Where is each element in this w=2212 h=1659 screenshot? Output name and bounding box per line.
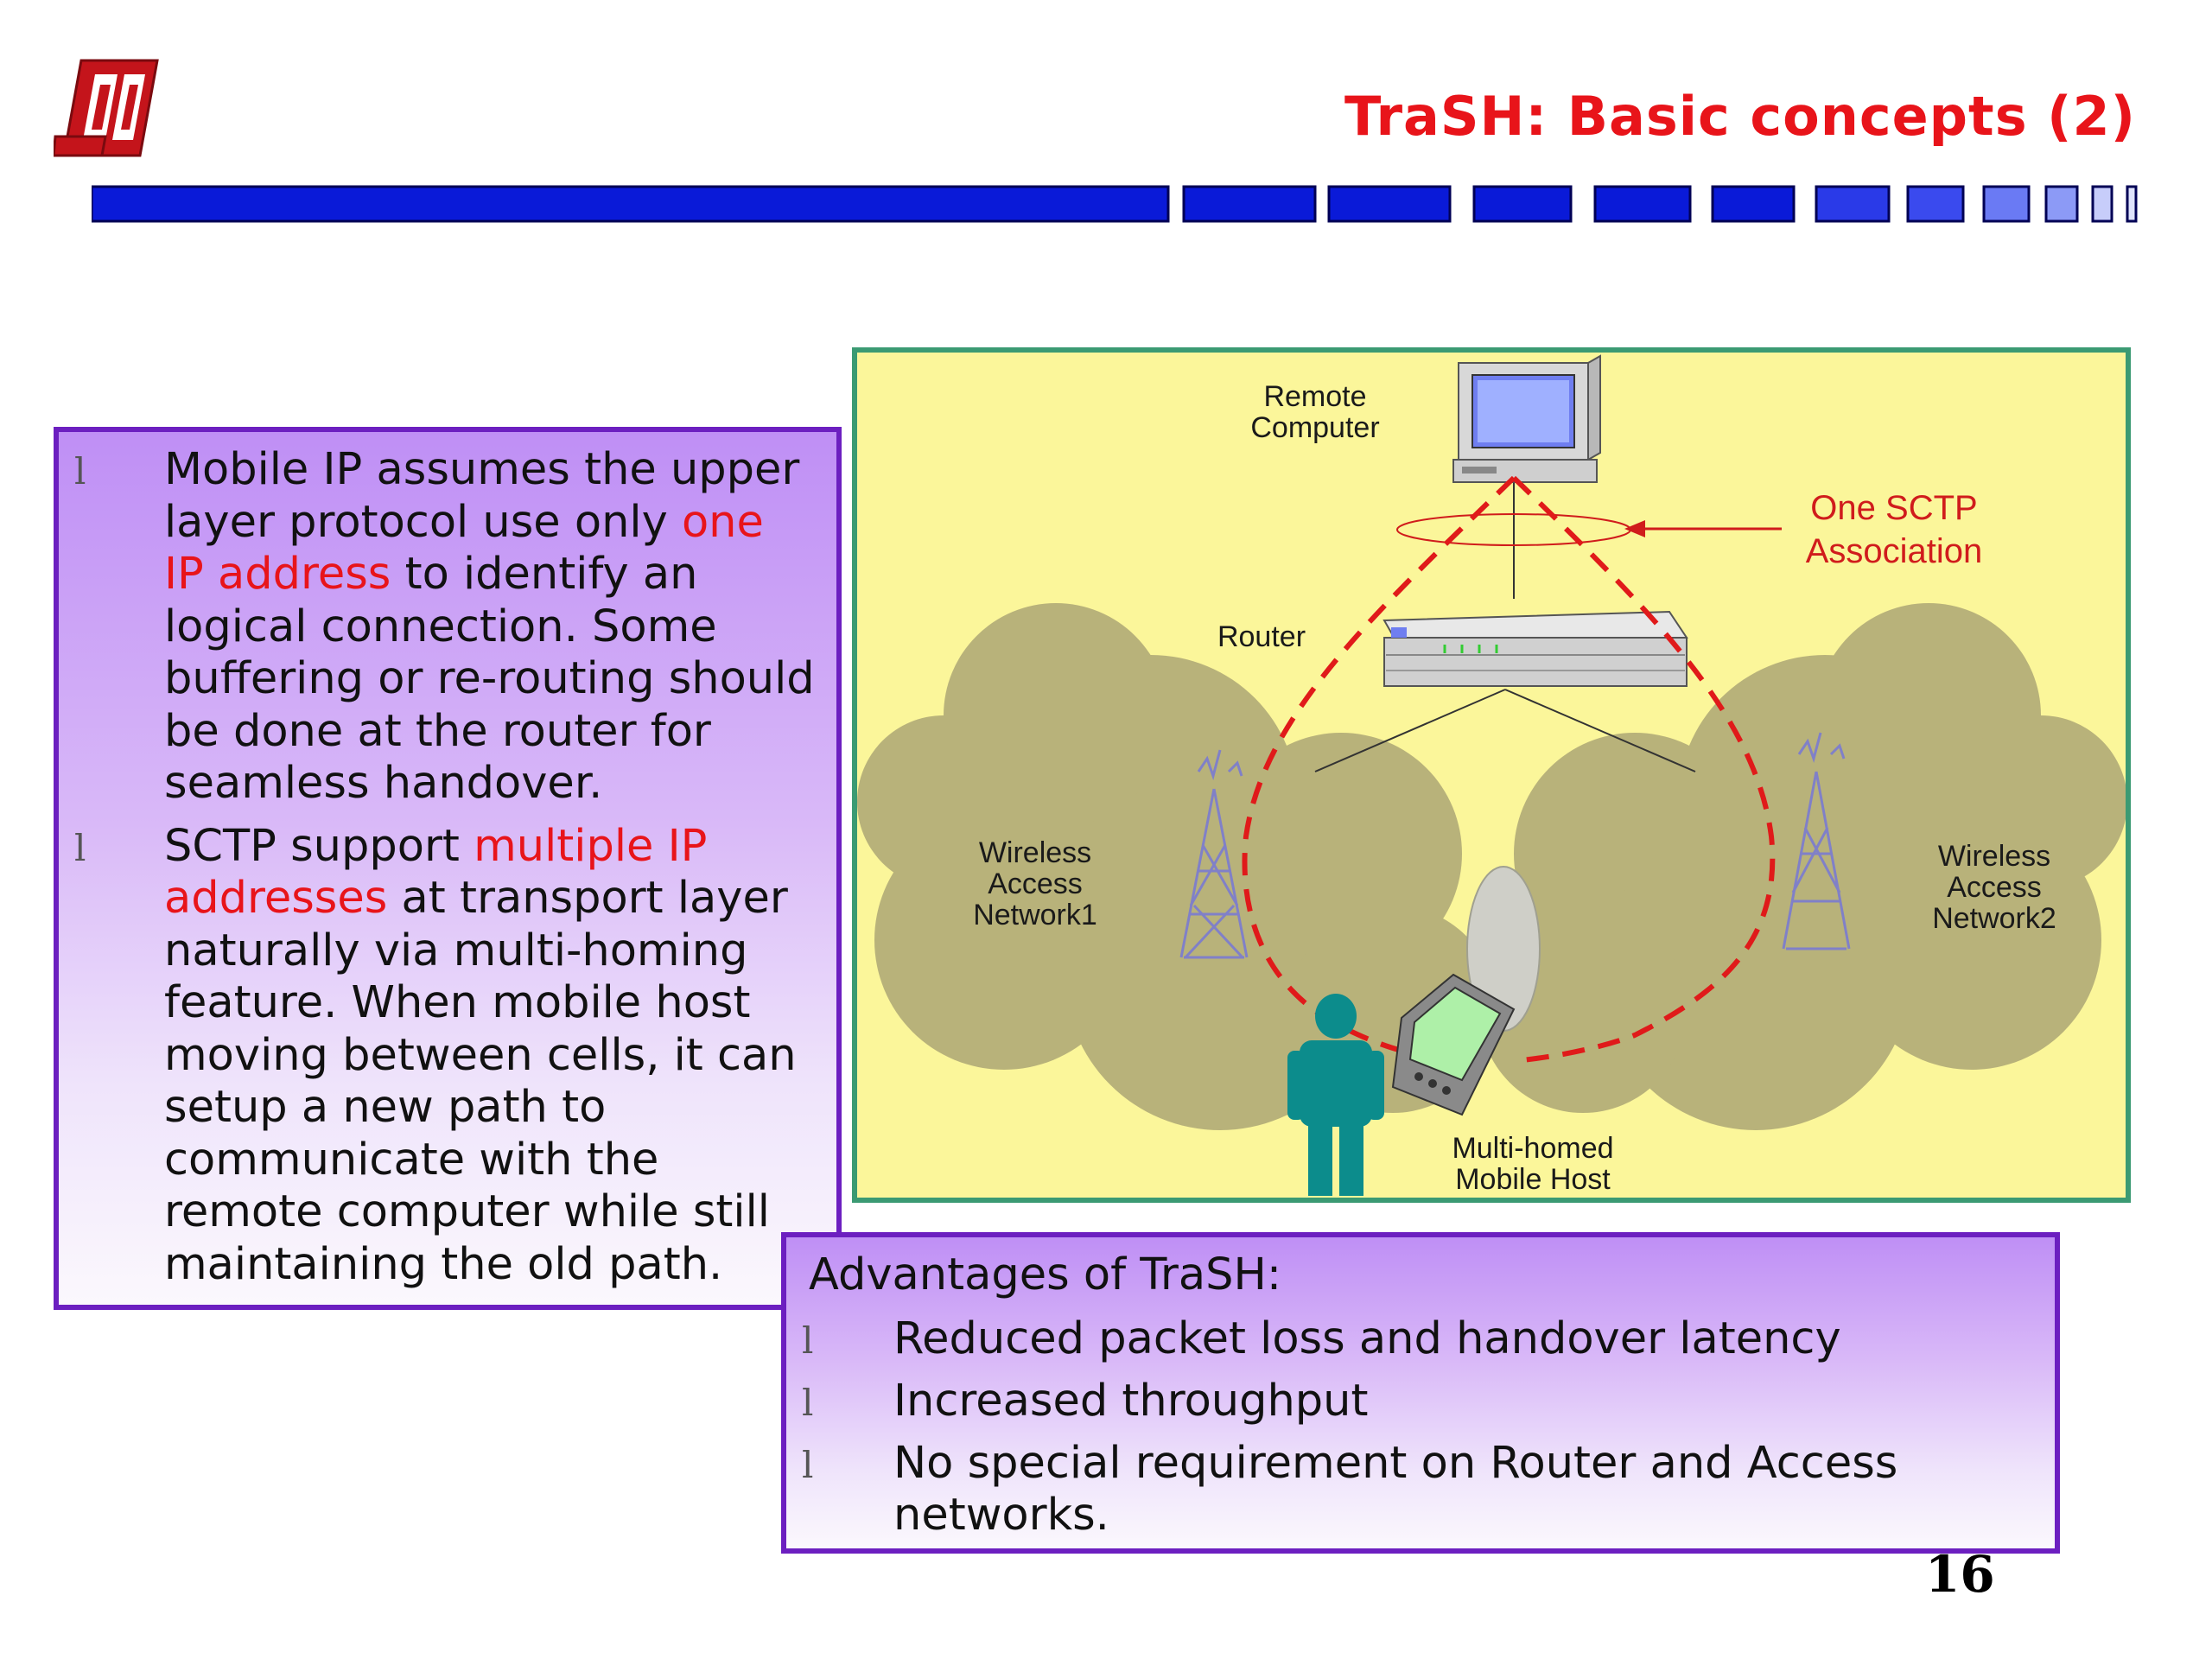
- text-segment: layer protocol use only: [164, 496, 682, 548]
- advantages-title: Advantages of TraSH:: [809, 1249, 1282, 1300]
- text-segment: naturally via multi-homing: [164, 925, 748, 976]
- text-segment: to identify an: [391, 549, 698, 600]
- mobile-user-icon: [1287, 994, 1384, 1196]
- slide-title: TraSH: Basic concepts (2): [1344, 85, 2136, 148]
- advantage-text: No special requirement on Router and Acc…: [893, 1438, 2034, 1541]
- bullet-line: moving between cells, it can: [164, 1030, 838, 1083]
- text-segment: maintaining the old path.: [164, 1238, 723, 1290]
- router-label: Router: [1217, 620, 1306, 653]
- text-segment: be done at the router for: [164, 705, 711, 757]
- highlight-text: addresses: [164, 873, 388, 924]
- bullet-line: naturally via multi-homing: [164, 925, 838, 978]
- bullet-marker: l: [74, 826, 86, 869]
- pda-device-icon: [1391, 973, 1516, 1116]
- bullet-line: addresses at transport layer: [164, 873, 838, 925]
- text-segment: moving between cells, it can: [164, 1029, 797, 1081]
- sctp-path-right: [1511, 475, 1776, 1064]
- highlight-text: IP address: [164, 549, 391, 600]
- bullet-line: maintaining the old path.: [164, 1239, 838, 1292]
- advantage-line: networks.: [893, 1490, 1109, 1541]
- text-segment: at transport layer: [387, 873, 788, 924]
- text-segment: feature. When mobile host: [164, 977, 751, 1028]
- bullet-line: logical connection. Some: [164, 601, 838, 654]
- text-segment: remote computer while still: [164, 1186, 770, 1237]
- bullet-marker: l: [802, 1319, 814, 1362]
- bullet-line: IP address to identify an: [164, 549, 838, 601]
- wireless-network2-cloud: [1479, 603, 2126, 1130]
- antenna-tower-icon: [1782, 732, 1851, 950]
- bullet-line: remote computer while still: [164, 1186, 838, 1239]
- advantage-line: Reduced packet loss and handover latency: [893, 1313, 1841, 1364]
- text-segment: seamless handover.: [164, 758, 603, 809]
- sctp-arrow: [1624, 520, 1782, 537]
- bullet-line: buffering or re-routing should: [164, 653, 838, 706]
- title-divider-bars: [92, 185, 2138, 223]
- bullet-line: SCTP support multiple IP: [164, 821, 838, 874]
- bullet-marker: l: [74, 450, 86, 493]
- bullet-line: be done at the router for: [164, 706, 838, 759]
- text-segment: communicate with the: [164, 1134, 659, 1185]
- advantage-line: Increased throughput: [893, 1376, 1369, 1427]
- highlight-text: one: [681, 496, 764, 548]
- advantage-text: Increased throughput: [893, 1376, 2034, 1427]
- remote-computer-icon: [1452, 354, 1601, 483]
- text-segment: setup a new path to: [164, 1082, 607, 1133]
- text-segment: buffering or re-routing should: [164, 653, 815, 704]
- antenna-tower-icon: [1179, 749, 1249, 959]
- text-segment: logical connection. Some: [164, 601, 717, 652]
- ou-logo-icon: [54, 59, 159, 157]
- text-segment: Mobile IP assumes the upper: [164, 444, 800, 495]
- bullet-line: Mobile IP assumes the upper: [164, 444, 838, 497]
- highlight-text: multiple IP: [474, 820, 708, 872]
- advantage-line: No special requirement on Router and Acc…: [893, 1438, 1898, 1489]
- text-segment: SCTP support: [164, 820, 474, 872]
- sctp-path-left: [1242, 475, 1516, 1059]
- bullet-marker: l: [802, 1382, 814, 1424]
- bullet-line: communicate with the: [164, 1135, 838, 1187]
- bullet-line: seamless handover.: [164, 758, 838, 810]
- bullet-line: setup a new path to: [164, 1082, 838, 1135]
- page-number: 16: [1925, 1545, 1995, 1604]
- advantages-box: Advantages of TraSH: l Reduced packet los…: [781, 1232, 2060, 1554]
- router-icon: [1382, 610, 1688, 687]
- bullet-marker: l: [802, 1444, 814, 1486]
- bullet-line: feature. When mobile host: [164, 977, 838, 1030]
- bullet-line: layer protocol use only one: [164, 497, 838, 550]
- advantage-text: Reduced packet loss and handover latency: [893, 1313, 2034, 1365]
